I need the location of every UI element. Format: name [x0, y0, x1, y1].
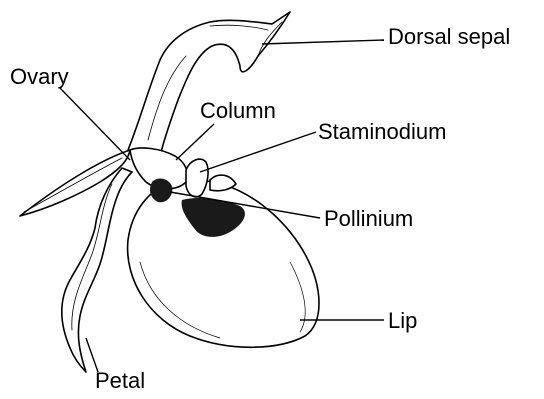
petal-leader	[86, 338, 98, 372]
staminodium-leader	[200, 132, 316, 172]
label-petal: Petal	[95, 370, 145, 392]
label-dorsal-sepal: Dorsal sepal	[388, 26, 510, 48]
column-leader	[176, 124, 214, 160]
dorsal-sepal-shape	[128, 12, 290, 156]
label-column: Column	[200, 100, 276, 122]
petal-shape	[62, 168, 132, 372]
label-lip: Lip	[388, 310, 417, 332]
ovary-leader	[60, 88, 130, 160]
label-ovary: Ovary	[10, 66, 69, 88]
dorsal-sepal-leader	[262, 40, 384, 44]
label-pollinium: Pollinium	[324, 208, 413, 230]
label-staminodium: Staminodium	[318, 121, 446, 143]
